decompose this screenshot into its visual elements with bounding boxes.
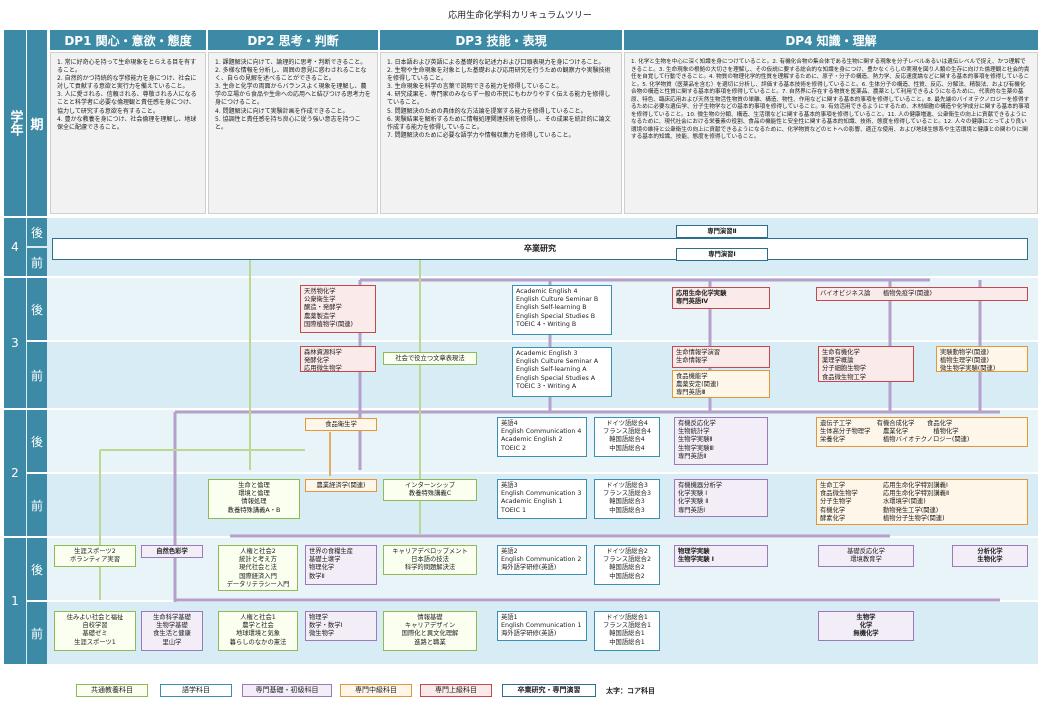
basic-reaction-box: 基礎反応化学 環境教育学 (818, 545, 914, 567)
english-box-y1b: 英語2 English Communication 2 海外語学研修(英語) (497, 545, 587, 575)
language-box-y2b: ドイツ語総合4 フランス語総合4 韓国語総合4 中国語総合4 (594, 417, 660, 457)
experiment-box-y3b: 応用生命化学実験 専門英語Ⅳ (672, 287, 770, 309)
dp3-header: DP3 技能・表現 (380, 30, 622, 50)
legend-general: 共通教養科目 (76, 684, 148, 697)
legend-upper: 専門上級科目 (420, 684, 492, 697)
year-3-label: 3 (4, 278, 26, 408)
analytical-chem-box: 分析化学 生物化学 (952, 545, 1028, 567)
dp4-description: 1. 化学と生物を中心に深く知識を身につけていること。2. 有機化合物の集合体で… (624, 52, 1038, 214)
upper-course-box-y3f: 森林資源科学 発酵化学 応用微生物学 (300, 346, 376, 372)
purple-box-y2f: 有機機器分析学 化学実験 Ⅰ 化学実験 Ⅱ 専門英語Ⅰ (674, 479, 768, 517)
info-basic-box: 情報基礎 キャリアデザイン 国際化と異文化理解 進路と職業 (383, 611, 477, 651)
dp2-description: 1. 課題解決に向けて、論理的に思考・判断できること。 2. 多様な情報を分析し… (208, 52, 378, 214)
purple-box-y2b: 有機反応化学 生物統計学 生物学実験Ⅱ 生物学実験Ⅲ 専門英語Ⅱ (674, 417, 768, 465)
term-y1-mae: 前 (27, 602, 47, 664)
legend-mid: 専門中級科目 (340, 684, 412, 697)
human-rights2-box: 人権と社会2 統計と考え方 現代社会と法 国際経済入門 データリテラシー入門 (218, 545, 298, 591)
welfare-box: 住みよい社会と福祉 自校学習 基礎ゼミ 生涯スポーツ1 (54, 611, 136, 651)
english-box-y2b: 英語4 English Communication 4 Academic Eng… (497, 417, 587, 457)
upper-course-box-y3b: 天然物化学 公衆衛生学 醸造・発酵学 農薬製造学 国際植物学(関連) (300, 285, 376, 333)
term-header: 期 (27, 30, 47, 216)
dp1-description: 1. 常に好奇心を持って生命現象をとらえる目を有すること。 2. 自然的かつ持続… (50, 52, 206, 214)
language-box-y1f: ドイツ語総合1 フランス語総合1 韓国語総合1 中国語総合1 (594, 611, 660, 651)
biobusiness-box-y3b: バイオビジネス論 植物免疫学(関連) (816, 287, 1028, 301)
human-rights1-box: 人権と社会1 農学と社会 地球環境と気象 暮らしのなかの憲法 (218, 611, 298, 651)
language-box-y2f: ドイツ語総合3 フランス語総合3 韓国語総合3 中国語総合3 (594, 479, 660, 519)
dp3-description: 1. 日本語および英語による基礎的な記述力および口頭表現力を身につけること。 2… (380, 52, 622, 214)
legend-research: 卒業研究・専門演習 (502, 684, 596, 697)
term-y2-mae: 前 (27, 474, 47, 536)
life-science-box: 生命科学基礎 生物学基礎 食生活と健康 里山学 (141, 611, 203, 651)
thesis-box: 卒業研究 (52, 238, 1028, 260)
dp2-header: DP2 思考・判断 (208, 30, 378, 50)
agri-econ-box-y2f: 農業経済学(関連) (305, 479, 377, 492)
dp1-header: DP1 関心・意欲・態度 (50, 30, 206, 50)
ethics-box-y2f: 生命と倫理 環境と倫理 情報処理 教養特殊講義A・B (208, 479, 300, 519)
orange-box-y2b: 遺伝子工学 有機合成化学 食品化学 生体高分子物理学 農業化学 植物化学 栄養化… (816, 417, 1028, 447)
sports2-box: 生涯スポーツ2 ボランティア実習 (54, 545, 136, 567)
world-food-box: 世界の食糧生産 基礎土壌学 物理化学 数学Ⅱ (305, 545, 377, 585)
food-hygiene-box: 食品衛生学 (305, 418, 377, 431)
term-y2-ato: 後 (27, 410, 47, 472)
experiment-box-y3f: 実験動物学(関連) 植物生理学(関連) 微生物学実験(関連) (936, 346, 1028, 372)
seminar-2-box: 専門演習Ⅱ (676, 225, 768, 238)
nature-color-box: 自然色彩学 (141, 545, 203, 558)
info-box-y3f: 生命情報学演習 生命情報学 (672, 346, 770, 368)
food-box-y3f: 食品機能学 農薬安定(関連) 専門英語Ⅲ (672, 370, 770, 398)
english-box-y1f: 英語1 English Communication 1 海外語学研修(英語) (497, 611, 587, 641)
term-y4-ato: 後 (27, 218, 47, 246)
orange-box-y2f: 生命工学 応用生命化学特別講義Ⅰ 食品微生物学 応用生命化学特別講義Ⅱ 分子生物… (816, 479, 1028, 525)
physics-box: 物理学 数学・数学Ⅰ 微生物学 (305, 611, 377, 641)
page-title: 応用生命化学科カリキュラムツリー (448, 11, 592, 21)
year-2-label: 2 (4, 410, 26, 536)
term-y1-ato: 後 (27, 538, 47, 600)
legend-core-note: 太字：コア科目 (606, 686, 655, 695)
career-box: キャリアデベロップメント 日本語の技法 科学的問題解決法 (383, 545, 477, 575)
legend-basic: 専門基礎・初級科目 (242, 684, 332, 697)
language-box-y1b: ドイツ語総合2 フランス語総合2 韓国語総合2 中国語総合2 (594, 545, 660, 585)
term-y4-mae: 前 (27, 248, 47, 276)
term-y3-ato: 後 (27, 278, 47, 340)
dp4-header: DP4 知識・理解 (624, 30, 1038, 50)
term-y3-mae: 前 (27, 342, 47, 408)
writing-box-y3f: 社会で役立つ文章表現法 (383, 352, 477, 365)
year-1-label: 1 (4, 538, 26, 664)
english-box-y3f: Academic English 3 English Culture Semin… (512, 347, 612, 397)
organic-box-y3f: 生命有機化学 薬理学概論 分子細胞生物学 食品微生物工学 (818, 346, 914, 382)
internship-box-y2f: インターンシップ 教養特殊講義C (383, 479, 477, 501)
year-4-label: 4 (4, 218, 26, 276)
physics-exp-box: 物理学実験 生物学実験 Ⅰ (674, 545, 768, 567)
year-header: 学年 (4, 30, 26, 216)
biology-box: 生物学 化学 無機化学 (818, 611, 914, 641)
seminar-1-box: 専門演習Ⅰ (676, 248, 768, 261)
english-box-y3b: Academic English 4 English Culture Semin… (512, 285, 612, 335)
english-box-y2f: 英語3 English Communication 3 Academic Eng… (497, 479, 587, 519)
legend-language: 語学科目 (160, 684, 232, 697)
